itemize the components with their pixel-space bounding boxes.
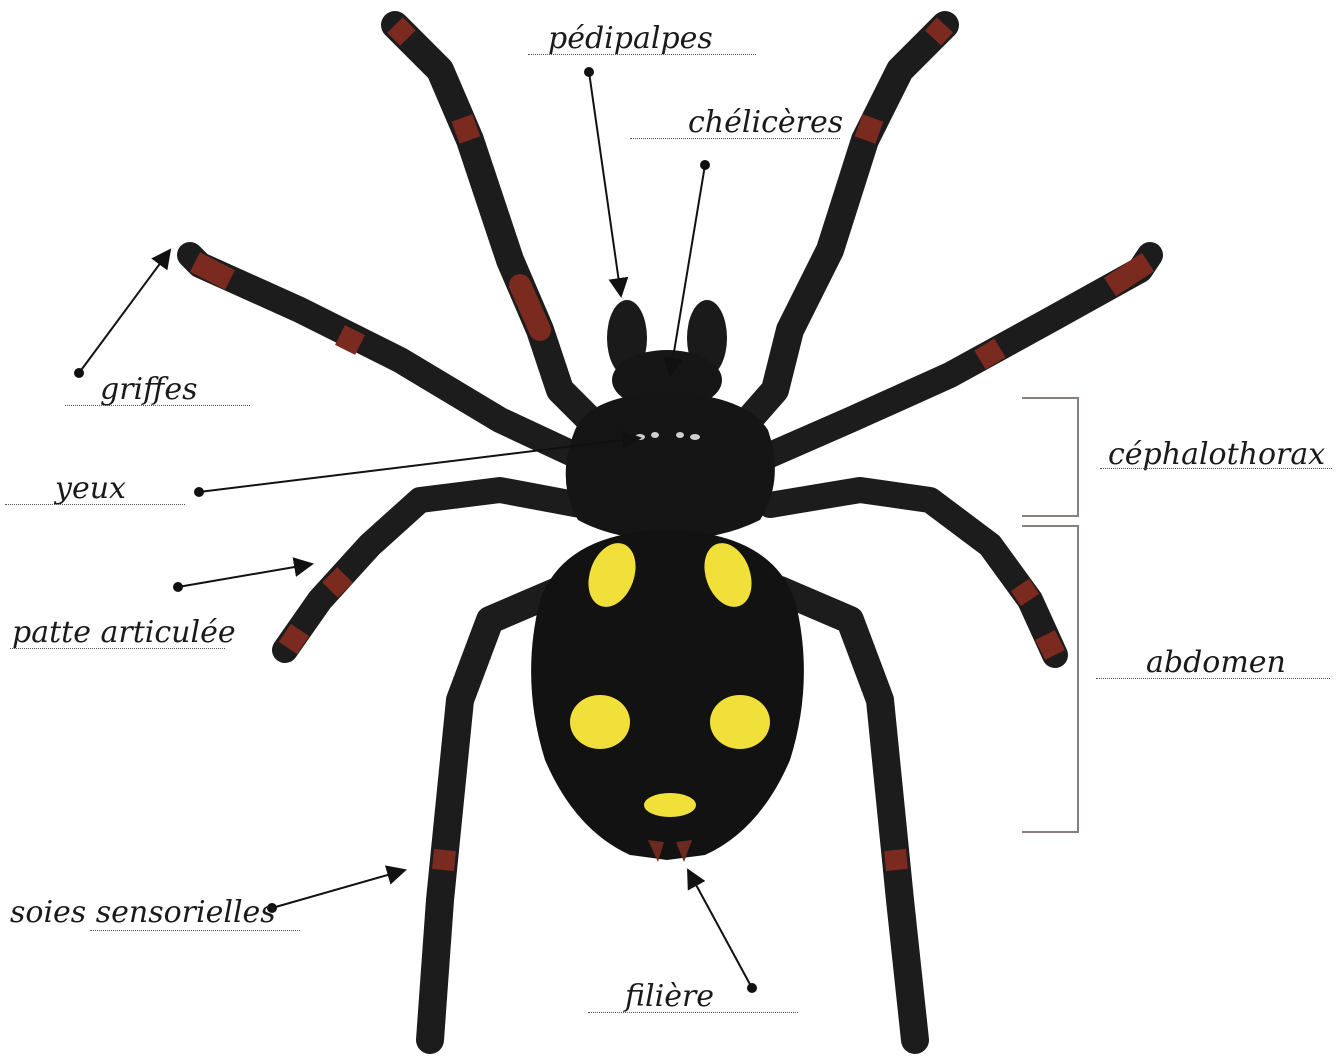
underline-cheliceres	[630, 138, 840, 139]
underline-soies	[90, 930, 300, 931]
underline-yeux	[5, 504, 185, 505]
leg-band	[462, 118, 470, 140]
cephalothorax	[566, 392, 775, 540]
arrow-patte	[178, 564, 312, 587]
label-yeux: yeux	[55, 474, 126, 504]
leg-band	[865, 118, 873, 140]
dot-yeux	[195, 488, 203, 496]
dot-filiere	[748, 984, 756, 992]
underline-filiere	[588, 1012, 798, 1013]
label-pedipalpes: pédipalpes	[548, 24, 713, 54]
abdomen-spot	[710, 695, 770, 749]
leg-band	[288, 630, 300, 648]
leg-band	[340, 335, 360, 345]
underline-griffes	[65, 405, 250, 406]
leg-band	[1045, 635, 1055, 655]
underline-patte	[10, 648, 225, 649]
leg-band	[980, 348, 1000, 360]
arrow-pedipalpes	[589, 72, 621, 296]
leg-band	[895, 850, 897, 870]
underline-cephalothorax	[1100, 468, 1332, 469]
leg-band	[395, 25, 408, 38]
dot-patte	[174, 583, 182, 591]
arrow-filiere	[688, 870, 752, 988]
leg-front-right	[740, 25, 945, 430]
leg-band	[330, 575, 345, 590]
label-soies-sensorielles: soies sensorielles	[10, 898, 276, 928]
dot-pedipalpes	[585, 68, 593, 76]
abdomen-spot	[644, 793, 696, 817]
leg-band	[933, 25, 945, 38]
arrow-griffes	[79, 250, 170, 373]
dot-griffes	[75, 369, 83, 377]
leg-band	[443, 850, 445, 870]
arrow-soies	[272, 870, 405, 908]
label-patte-articulee: patte articulée	[12, 618, 236, 648]
leg-band	[1020, 585, 1030, 600]
leg-third-right	[770, 490, 1055, 655]
dot-cheliceres	[701, 161, 709, 169]
label-cephalothorax: céphalothorax	[1108, 440, 1325, 470]
cephalothorax-bracket	[1022, 398, 1078, 516]
label-filiere: filière	[625, 982, 714, 1012]
underline-abdomen	[1096, 678, 1330, 679]
abdomen-bracket	[1022, 526, 1078, 832]
underline-pedipalpes	[528, 54, 756, 55]
label-abdomen: abdomen	[1146, 648, 1286, 678]
label-cheliceres: chélicères	[688, 108, 843, 138]
label-griffes: griffes	[100, 375, 198, 405]
abdomen-spot	[570, 695, 630, 749]
